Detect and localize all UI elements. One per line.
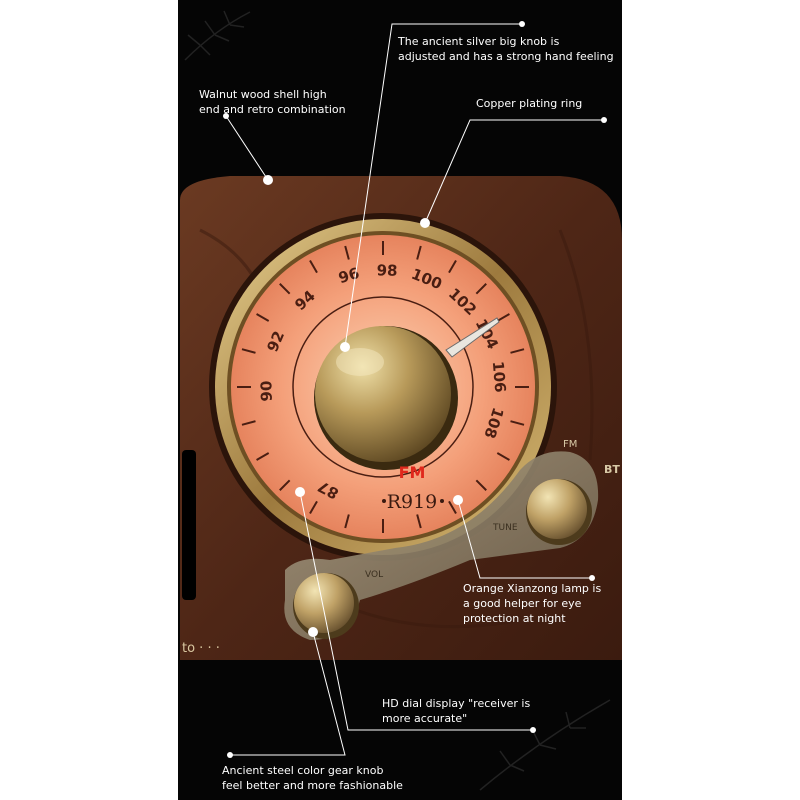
callout-walnut-line1: Walnut wood shell high: [199, 88, 327, 101]
dial-tick: [510, 348, 525, 354]
dial-tick: [344, 514, 350, 529]
callout-leader-lines: [225, 23, 604, 756]
dial-number: 106: [489, 360, 510, 393]
callout-hd-line2: more accurate": [382, 712, 468, 725]
callout-knob-line1: The ancient silver big knob is: [398, 35, 560, 48]
tune-gear-knob[interactable]: [527, 479, 587, 539]
dial-number: 96: [336, 264, 361, 287]
fm-switch-label: FM: [563, 439, 577, 450]
dial-tick: [241, 348, 256, 354]
callout-gear: Ancient steel color gear knob feel bette…: [222, 763, 403, 793]
callout-lamp-line1: Orange Xianzong lamp is: [463, 582, 602, 595]
vol-label: VOL: [365, 570, 383, 580]
dial-pointer: [445, 317, 500, 358]
left-margin: [0, 0, 178, 800]
dial-number: 90: [257, 380, 276, 401]
side-text: to · · ·: [182, 641, 220, 656]
dial-tick: [448, 260, 457, 274]
knob-highlight: [336, 348, 384, 376]
volume-gear-knob[interactable]: [294, 573, 354, 633]
dial-tick: [309, 260, 318, 274]
callout-gear-line2: feel better and more fashionable: [222, 779, 403, 792]
right-margin: [622, 0, 800, 800]
dial-tick: [279, 479, 291, 491]
callout-knob: The ancient silver big knob is adjusted …: [398, 34, 614, 64]
dial-tick: [344, 245, 350, 260]
callout-lamp: Orange Xianzong lamp is a good helper fo…: [463, 581, 601, 626]
callout-walnut-line2: end and retro combination: [199, 103, 346, 116]
model-dot-right: [440, 499, 444, 503]
callout-hd: HD dial display "receiver is more accura…: [382, 696, 530, 726]
dial-tick: [416, 514, 422, 529]
bt-switch-label: BT: [604, 463, 620, 476]
model-label: R919: [387, 491, 438, 513]
dial-tick: [256, 313, 270, 322]
dial-tick: [448, 500, 457, 514]
dial-tick: [279, 283, 291, 295]
dial-tick: [496, 313, 510, 322]
dial-tick: [241, 420, 256, 426]
callout-hd-line1: HD dial display "receiver is: [382, 697, 531, 710]
callout-copper: Copper plating ring: [476, 96, 582, 111]
callout-dots: [223, 21, 607, 758]
dial-ticks: [237, 241, 529, 533]
callout-lamp-line2: a good helper for eye: [463, 597, 582, 610]
callout-copper-line1: Copper plating ring: [476, 97, 583, 110]
dial-tick: [416, 245, 422, 260]
model-dot-left: [382, 499, 386, 503]
dial-tick: [309, 500, 318, 514]
callout-knob-line2: adjusted and has a strong hand feeling: [398, 50, 614, 63]
dial-tick: [496, 452, 510, 461]
dial-tick: [510, 420, 525, 426]
fm-band-label: FM: [399, 463, 426, 482]
dial-tick: [256, 452, 270, 461]
callout-lamp-line3: protection at night: [463, 612, 566, 625]
dial-number: 98: [376, 261, 397, 280]
callout-walnut: Walnut wood shell high end and retro com…: [199, 87, 346, 117]
control-plate: [284, 451, 599, 640]
callout-gear-line1: Ancient steel color gear knob: [222, 764, 384, 777]
tune-label: TUNE: [492, 523, 518, 533]
big-silver-knob[interactable]: [315, 326, 451, 462]
inner-scale-circle: [292, 296, 474, 478]
speaker-slot: [182, 450, 196, 600]
dial-tick: [475, 283, 487, 295]
dial-tick: [475, 479, 487, 491]
